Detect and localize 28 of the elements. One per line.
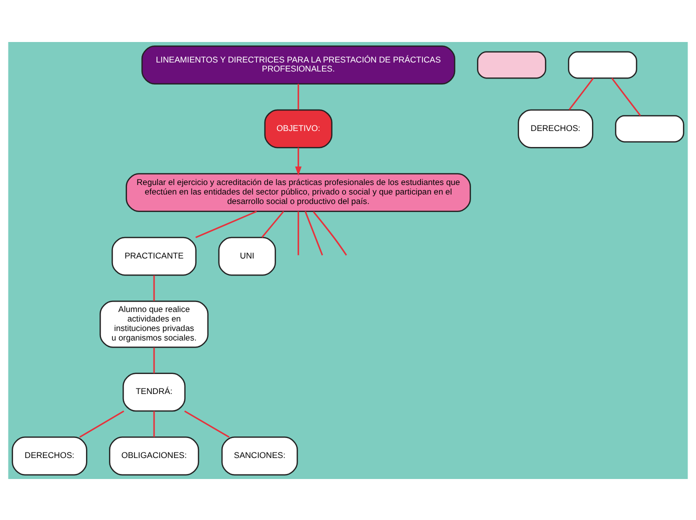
node-box: PRACTICANTE (112, 236, 197, 276)
node-box: LINEAMIENTOS Y DIRECTRICES PARA LA PRESTACIÓN DE PRÁCTICAS PROFESIONALES. (141, 45, 456, 84)
arrow (295, 147, 302, 176)
connector (79, 410, 124, 438)
node-box (477, 50, 546, 78)
connector (184, 410, 230, 438)
node-box: TENDRÁ: (122, 372, 186, 412)
node-box: UNI (218, 236, 276, 276)
node-box: DERECHOS: (518, 108, 594, 148)
connector (262, 210, 284, 238)
connector (568, 77, 594, 110)
connector (153, 274, 155, 301)
connector (611, 77, 641, 116)
connector (298, 83, 300, 110)
node-box: OBJETIVO: (264, 108, 332, 148)
connector (312, 210, 347, 256)
connector (298, 210, 300, 255)
connector (153, 347, 155, 373)
node-box: Alumno que realice actividades en instituciones privadas u organismos sociales. (100, 300, 209, 348)
node-box: Regular el ejercicio y acreditación de las prácticas profesionales de los estudiantes que efectúen en las entidades del sector público, privado o social y que participan en el desarrollo social o productivo del país. (126, 172, 471, 212)
node-box: SANCIONES: (221, 436, 298, 475)
node-box (615, 114, 684, 142)
connector (153, 410, 155, 436)
node-box (568, 50, 638, 78)
node-box: DERECHOS: (12, 436, 88, 475)
node-box: OBLIGACIONES: (109, 436, 200, 475)
connector (195, 210, 257, 238)
connector (304, 210, 324, 255)
